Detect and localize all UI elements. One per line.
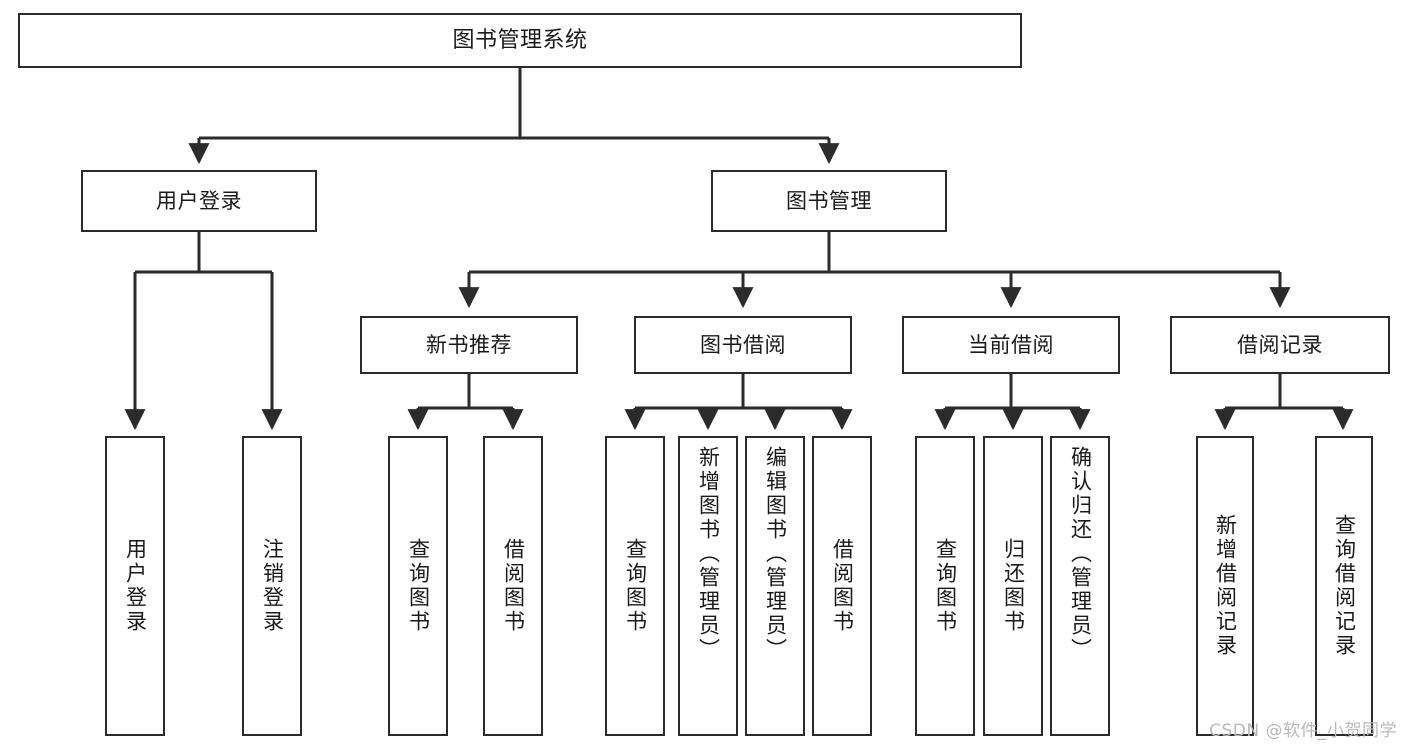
- node-label: 用户登录: [123, 538, 148, 634]
- node-label: 借阅图书: [830, 538, 855, 634]
- leaf-return-book[interactable]: 归还图书: [983, 436, 1043, 736]
- watermark-text: CSDN @软件_小贺同学: [1209, 721, 1397, 741]
- node-book-borrow[interactable]: 图书借阅: [634, 316, 852, 374]
- leaf-query-book-1[interactable]: 查询图书: [388, 436, 448, 736]
- node-label: 查询图书: [406, 538, 431, 634]
- node-label: 新增借阅记录: [1213, 514, 1238, 658]
- node-label: 归还图书: [1001, 538, 1026, 634]
- leaf-query-borrow-record[interactable]: 查询借阅记录: [1315, 436, 1373, 736]
- leaf-query-book-2[interactable]: 查询图书: [605, 436, 665, 736]
- node-label: 当前借阅: [968, 332, 1054, 357]
- node-label: 借阅图书: [501, 538, 526, 634]
- node-root-system[interactable]: 图书管理系统: [18, 13, 1022, 68]
- leaf-query-book-3[interactable]: 查询图书: [915, 436, 975, 736]
- node-label: 查询借阅记录: [1332, 514, 1357, 658]
- node-label: 图书管理: [786, 188, 872, 213]
- node-label: 用户登录: [156, 188, 242, 213]
- node-borrow-record[interactable]: 借阅记录: [1170, 316, 1390, 374]
- node-label: 查询图书: [933, 538, 958, 634]
- node-user-login[interactable]: 用户登录: [81, 170, 317, 232]
- leaf-edit-book[interactable]: 编辑图书（管理员）: [745, 436, 805, 736]
- leaf-borrow-book-1[interactable]: 借阅图书: [483, 436, 543, 736]
- node-label: 查询图书: [623, 538, 648, 634]
- node-label: 确认归还（管理员）: [1068, 446, 1093, 662]
- node-label: 新增图书（管理员）: [696, 446, 721, 662]
- node-label: 新书推荐: [426, 332, 512, 357]
- node-label: 图书管理系统: [452, 27, 588, 53]
- leaf-logout[interactable]: 注销登录: [242, 436, 302, 736]
- node-label: 借阅记录: [1237, 332, 1323, 357]
- node-label: 图书借阅: [700, 332, 786, 357]
- node-new-book-recommend[interactable]: 新书推荐: [360, 316, 578, 374]
- node-label: 注销登录: [260, 538, 285, 634]
- node-label: 编辑图书（管理员）: [763, 446, 788, 662]
- leaf-confirm-return[interactable]: 确认归还（管理员）: [1050, 436, 1110, 736]
- leaf-user-login[interactable]: 用户登录: [105, 436, 165, 736]
- leaf-borrow-book-2[interactable]: 借阅图书: [812, 436, 872, 736]
- node-book-manage[interactable]: 图书管理: [711, 170, 947, 232]
- leaf-add-borrow-record[interactable]: 新增借阅记录: [1196, 436, 1254, 736]
- node-current-borrow[interactable]: 当前借阅: [902, 316, 1120, 374]
- leaf-add-book[interactable]: 新增图书（管理员）: [678, 436, 738, 736]
